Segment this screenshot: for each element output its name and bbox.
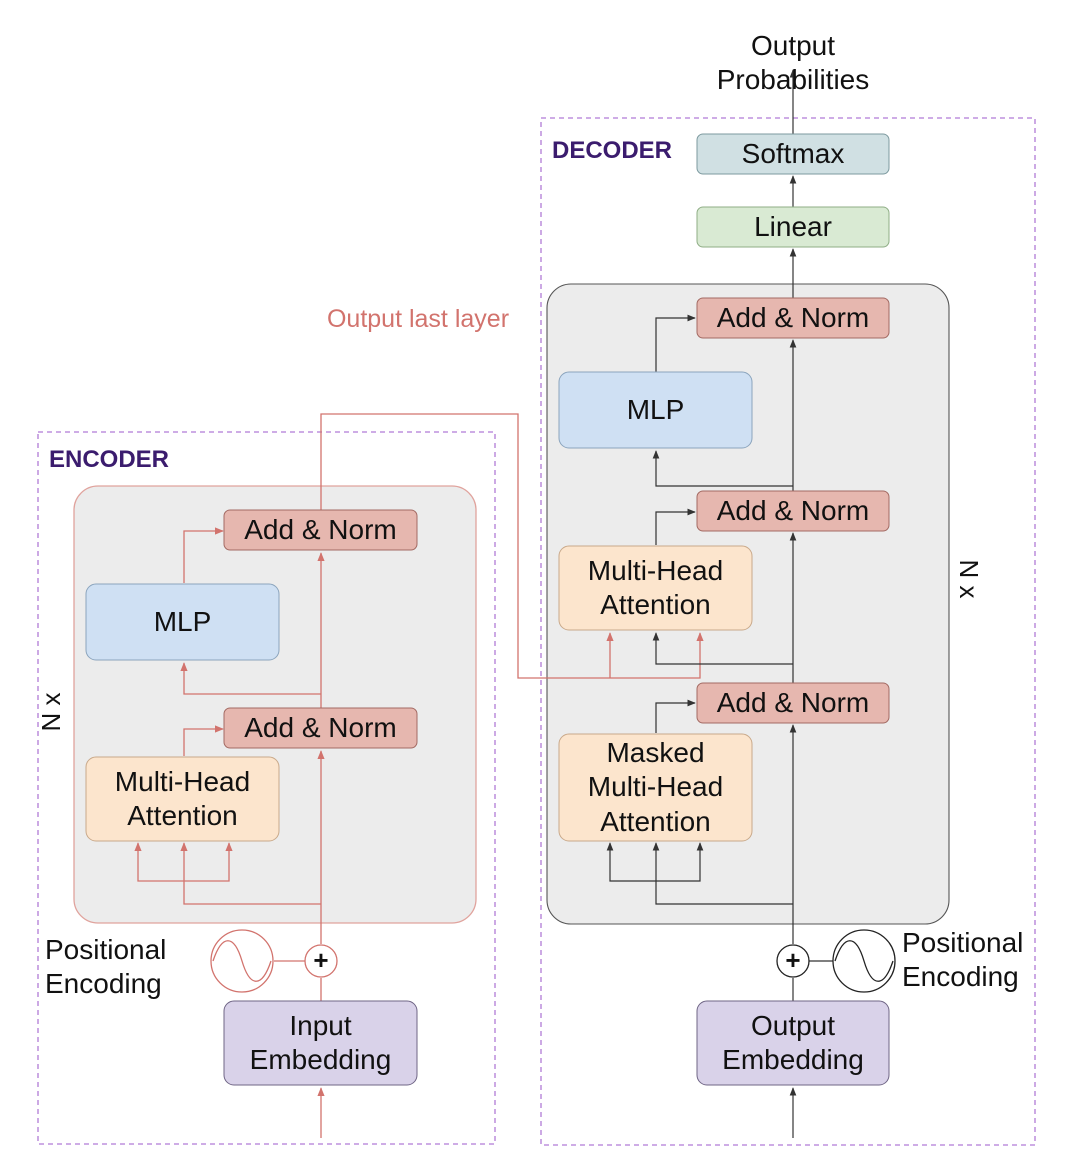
encoder-plus-label: + [313, 945, 329, 976]
softmax-box [696, 133, 890, 175]
encoder-add-norm-top-box [223, 509, 418, 551]
decoder-repeat-label: N x [953, 559, 984, 599]
output-last-layer-label: Output last layer [326, 304, 510, 333]
linear-box [696, 206, 890, 248]
encoder-plus-icon [304, 944, 338, 978]
decoder-add-norm-middle-box [696, 490, 890, 532]
softmax-label: Softmax [741, 137, 845, 169]
encoder-title: ENCODER [49, 446, 170, 474]
decoder-positional-encoding-label: Positional Encoding [902, 926, 1024, 992]
decoder-masked-attention-label: Masked Multi-Head Attention [587, 737, 724, 837]
decoder-add-norm-middle-label: Add & Norm [716, 494, 870, 526]
encoder-layer-background [73, 485, 477, 924]
linear-label: Linear [754, 210, 832, 242]
output-embedding-label: Output Embedding [722, 1009, 864, 1075]
decoder-title: DECODER [552, 137, 673, 165]
input-embedding-box [223, 1000, 418, 1086]
decoder-masked-attention-box [558, 733, 753, 842]
decoder-positional-encoding-icon [832, 929, 896, 993]
encoder-positional-encoding-label: Positional Encoding [45, 933, 167, 999]
decoder-plus-icon [776, 944, 810, 978]
decoder-plus-label: + [785, 945, 801, 976]
decoder-cross-attention-label: Multi-Head Attention [587, 554, 724, 620]
encoder-frame [37, 431, 496, 1145]
output-embedding-box [696, 1000, 890, 1086]
output-probabilities-label: Output Probabilities [716, 29, 870, 95]
encoder-attention-box [85, 756, 280, 842]
decoder-add-norm-top-box [696, 297, 890, 339]
decoder-add-norm-top-label: Add & Norm [716, 301, 870, 333]
encoder-add-norm-top-label: Add & Norm [244, 513, 397, 545]
decoder-add-norm-bottom-box [696, 682, 890, 724]
encoder-add-norm-bottom-label: Add & Norm [244, 711, 397, 743]
encoder-connections [134, 413, 704, 1138]
decoder-connections [606, 69, 834, 1138]
encoder-positional-encoding-icon [210, 929, 274, 993]
decoder-mlp-label: MLP [626, 393, 685, 425]
encoder-repeat-label: N x [36, 692, 67, 732]
decoder-mlp-box [558, 371, 753, 449]
decoder-cross-attention-box [558, 545, 753, 631]
encoder-attention-label: Multi-Head Attention [114, 765, 251, 831]
decoder-add-norm-bottom-label: Add & Norm [716, 686, 870, 718]
decoder-frame [540, 117, 1036, 1146]
input-embedding-label: Input Embedding [249, 1009, 392, 1075]
encoder-mlp-label: MLP [153, 605, 212, 637]
encoder-add-norm-bottom-box [223, 707, 418, 749]
encoder-mlp-box [85, 583, 280, 661]
